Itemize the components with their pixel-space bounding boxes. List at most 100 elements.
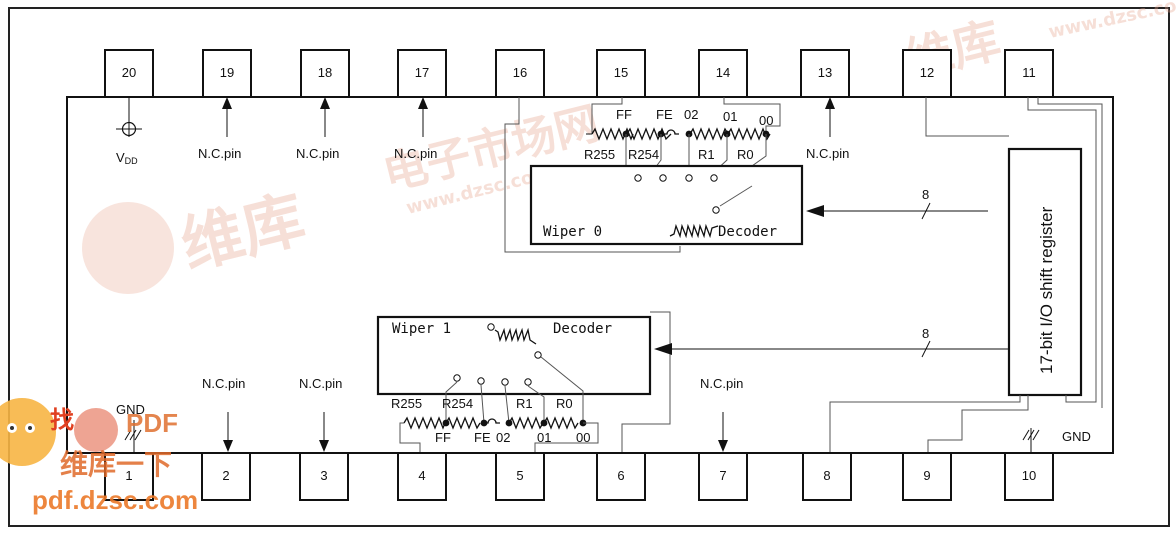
bottom-pin-number-3: 3	[320, 468, 327, 483]
bottom-pin-number-10: 10	[1022, 468, 1036, 483]
resistor-r1-bottom	[508, 416, 544, 430]
bottom-pin-number-7: 7	[719, 468, 726, 483]
nc-arrows-bottom	[223, 412, 728, 452]
wiper1-element	[494, 327, 537, 345]
tap-02-top: 02	[684, 107, 698, 122]
bottom-pin-box-8	[802, 452, 852, 501]
pin11-trace	[1027, 97, 1097, 403]
pin-label-3: N.C.pin	[299, 376, 342, 391]
gnd-label-pin10: GND	[1062, 429, 1091, 444]
promo-url: pdf.dzsc.com	[32, 485, 198, 515]
top-pin-number-15: 15	[614, 65, 628, 80]
bottom-pin-number-4: 4	[418, 468, 425, 483]
res-r1-top: R1	[698, 147, 715, 162]
top-pin-number-11: 11	[1022, 65, 1036, 80]
promo-find: 找	[50, 407, 74, 434]
pin-label-19: N.C.pin	[198, 146, 241, 161]
res-r1-bottom: R1	[516, 396, 533, 411]
watermark-logo	[82, 202, 174, 294]
pin-label-7: N.C.pin	[700, 376, 743, 391]
res-r254-top: R254	[628, 147, 659, 162]
tap-01-top: 01	[723, 109, 737, 124]
bottom-pin-box-6	[596, 452, 646, 501]
pin9-trace	[927, 395, 1029, 452]
watermark-url-top: www.dzsc.com	[1047, 0, 1176, 43]
pin-label-17: N.C.pin	[394, 146, 437, 161]
tap-00-bottom: 00	[576, 430, 590, 445]
top-pin-box-13	[800, 49, 850, 98]
top-pin-box-14	[698, 49, 748, 98]
res-r254-bottom: R254	[442, 396, 473, 411]
tap-01-bottom: 01	[537, 430, 551, 445]
top-pin-box-15	[596, 49, 646, 98]
pin4-trace	[399, 422, 421, 452]
pin6-trace	[621, 311, 671, 452]
bottom-pin-number-2: 2	[222, 468, 229, 483]
bottom-pin-number-5: 5	[516, 468, 523, 483]
tap-ff-top: FF	[616, 107, 632, 122]
top-pin-box-16	[495, 49, 545, 98]
bottom-pin-box-2	[201, 452, 251, 501]
page-frame	[8, 7, 1170, 527]
pin14-trace	[723, 97, 781, 134]
wiper0-group: FF FE 02 01 00 R255 R254 R1 R0 Wiper 0 D…	[504, 97, 804, 253]
top-pin-number-16: 16	[513, 65, 527, 80]
bottom-pin-number-1: 1	[125, 468, 132, 483]
tap-fe-top: FE	[656, 107, 673, 122]
pin12-trace	[925, 97, 1009, 137]
top-pin-number-19: 19	[220, 65, 234, 80]
top-pin-box-12	[902, 49, 952, 98]
tap-00-top: 00	[759, 113, 773, 128]
bus-to-wiper1: 8	[654, 326, 1008, 358]
top-pin-box-18	[300, 49, 350, 98]
tap-fe-bottom: FE	[474, 430, 491, 445]
resistor-r255-top	[591, 127, 634, 141]
tap-ff-bottom: FF	[435, 430, 451, 445]
gnd-symbol-pin1: GND	[116, 402, 145, 452]
res-r255-top: R255	[584, 147, 615, 162]
pin8-trace	[829, 395, 1021, 452]
bottom-pin-box-5	[495, 452, 545, 501]
wiper0-label: Wiper 0	[543, 224, 602, 240]
bus-to-wiper0: 8	[806, 187, 988, 220]
promo-watermark: 找 PDF 维库一下 pdf.dzsc.com	[0, 398, 198, 515]
bottom-pin-box-10	[1004, 452, 1054, 501]
resistor-r255-bottom	[403, 416, 446, 430]
promo-pdf: PDF	[126, 408, 178, 438]
bottom-pin-box-3	[299, 452, 349, 501]
vdd-symbol: VDD	[116, 97, 142, 166]
top-pin-number-18: 18	[318, 65, 332, 80]
wiper0-element	[669, 223, 719, 239]
bottom-pin-box-1	[104, 452, 154, 501]
wiper0-decoder-label: Decoder	[718, 224, 777, 240]
res-r255-bottom: R255	[391, 396, 422, 411]
top-pin-box-17	[397, 49, 447, 98]
pin-label-13: N.C.pin	[806, 146, 849, 161]
pin5-trace	[534, 422, 599, 452]
pin11-trace-b	[1037, 97, 1103, 408]
pin-label-2: N.C.pin	[202, 376, 245, 391]
bottom-pin-number-9: 9	[923, 468, 930, 483]
shift-register-label: 17-bit I/O shift register	[1037, 206, 1056, 374]
bottom-pin-box-4	[397, 452, 447, 501]
top-pin-number-13: 13	[818, 65, 832, 80]
bottom-pin-number-6: 6	[617, 468, 624, 483]
promo-up: 维库一下	[60, 449, 172, 480]
resistor-r0-top	[727, 127, 771, 141]
resistor-r254-top	[626, 127, 672, 141]
shift-register-box	[1007, 147, 1083, 397]
bus-width-upper: 8	[922, 187, 929, 202]
resistor-gap-top	[663, 129, 679, 135]
shift-register: 17-bit I/O shift register	[1007, 147, 1083, 397]
wiper1-group: Wiper 1 Decoder R255 R254 R1	[376, 311, 671, 452]
top-pin-box-20	[104, 49, 154, 98]
pdf-icon	[74, 408, 118, 452]
gnd-symbol-pin10: GND	[1022, 428, 1091, 452]
bottom-pin-box-9	[902, 452, 952, 501]
tap-02-bottom: 02	[496, 430, 510, 445]
top-pin-box-19	[202, 49, 252, 98]
resistor-r254-bottom	[445, 416, 481, 430]
res-r0-bottom: R0	[556, 396, 573, 411]
top-pin-box-11	[1004, 49, 1054, 98]
